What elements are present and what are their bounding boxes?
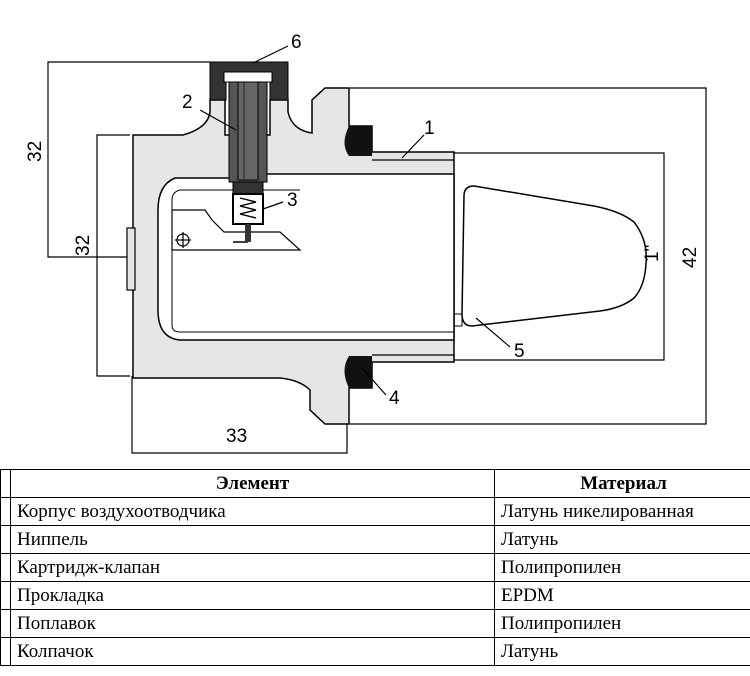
gasket-top bbox=[344, 126, 372, 156]
dim-32-side: 32 bbox=[73, 235, 94, 256]
element-cell: Колпачок bbox=[10, 637, 495, 666]
element-cell: Поплавок bbox=[10, 609, 495, 638]
material-cell: Латунь bbox=[494, 637, 750, 666]
gasket-bottom bbox=[344, 356, 372, 388]
element-cell: Ниппель bbox=[10, 525, 495, 554]
dim-33: 33 bbox=[226, 426, 247, 447]
label-4: 4 bbox=[389, 388, 400, 409]
nipple bbox=[372, 159, 454, 356]
pivot-icon bbox=[175, 232, 191, 248]
inner-wall bbox=[171, 189, 454, 333]
cap-top bbox=[223, 71, 273, 83]
housing-shoulder bbox=[126, 227, 136, 291]
technical-drawing: 6 2 3 1 4 5 32 32 42 1" 33 bbox=[25, 32, 707, 454]
label-5: 5 bbox=[514, 341, 525, 362]
leader-lines bbox=[199, 45, 511, 396]
materials-table: Элемент Материал Корпус воздухоотводчика… bbox=[0, 469, 750, 666]
label-3: 3 bbox=[287, 190, 298, 211]
table-row: Прокладка EPDM bbox=[0, 581, 750, 610]
valve-stem-core bbox=[237, 81, 259, 181]
material-cell: EPDM bbox=[494, 581, 750, 610]
dim-42: 42 bbox=[680, 247, 701, 268]
spring-icon bbox=[239, 197, 257, 219]
material-cell: Полипропилен bbox=[494, 553, 750, 582]
header-material: Материал bbox=[494, 469, 750, 498]
thread-size: 1" bbox=[642, 245, 663, 262]
label-1: 1 bbox=[424, 118, 435, 139]
float-tail bbox=[454, 313, 463, 327]
dimension-lines bbox=[47, 61, 707, 454]
table-header-row: Элемент Материал bbox=[0, 469, 750, 498]
table-row: Картридж-клапан Полипропилен bbox=[0, 553, 750, 582]
label-6: 6 bbox=[291, 32, 302, 53]
material-cell: Латунь bbox=[494, 525, 750, 554]
table-row: Корпус воздухоотводчика Латунь никелиров… bbox=[0, 497, 750, 526]
label-2: 2 bbox=[182, 92, 193, 113]
element-cell: Прокладка bbox=[10, 581, 495, 610]
table-row: Ниппель Латунь bbox=[0, 525, 750, 554]
element-cell: Картридж-клапан bbox=[10, 553, 495, 582]
material-cell: Латунь никелированная bbox=[494, 497, 750, 526]
material-cell: Полипропилен bbox=[494, 609, 750, 638]
float-lever bbox=[171, 209, 302, 251]
header-element: Элемент bbox=[10, 469, 495, 498]
dim-32-top: 32 bbox=[25, 141, 46, 162]
table-row: Колпачок Латунь bbox=[0, 637, 750, 666]
cartridge-valve bbox=[232, 181, 264, 195]
float bbox=[461, 185, 647, 327]
table-row: Поплавок Полипропилен bbox=[0, 609, 750, 638]
header-number bbox=[0, 469, 11, 498]
inner-chamber bbox=[157, 173, 455, 341]
element-cell: Корпус воздухоотводчика bbox=[10, 497, 495, 526]
